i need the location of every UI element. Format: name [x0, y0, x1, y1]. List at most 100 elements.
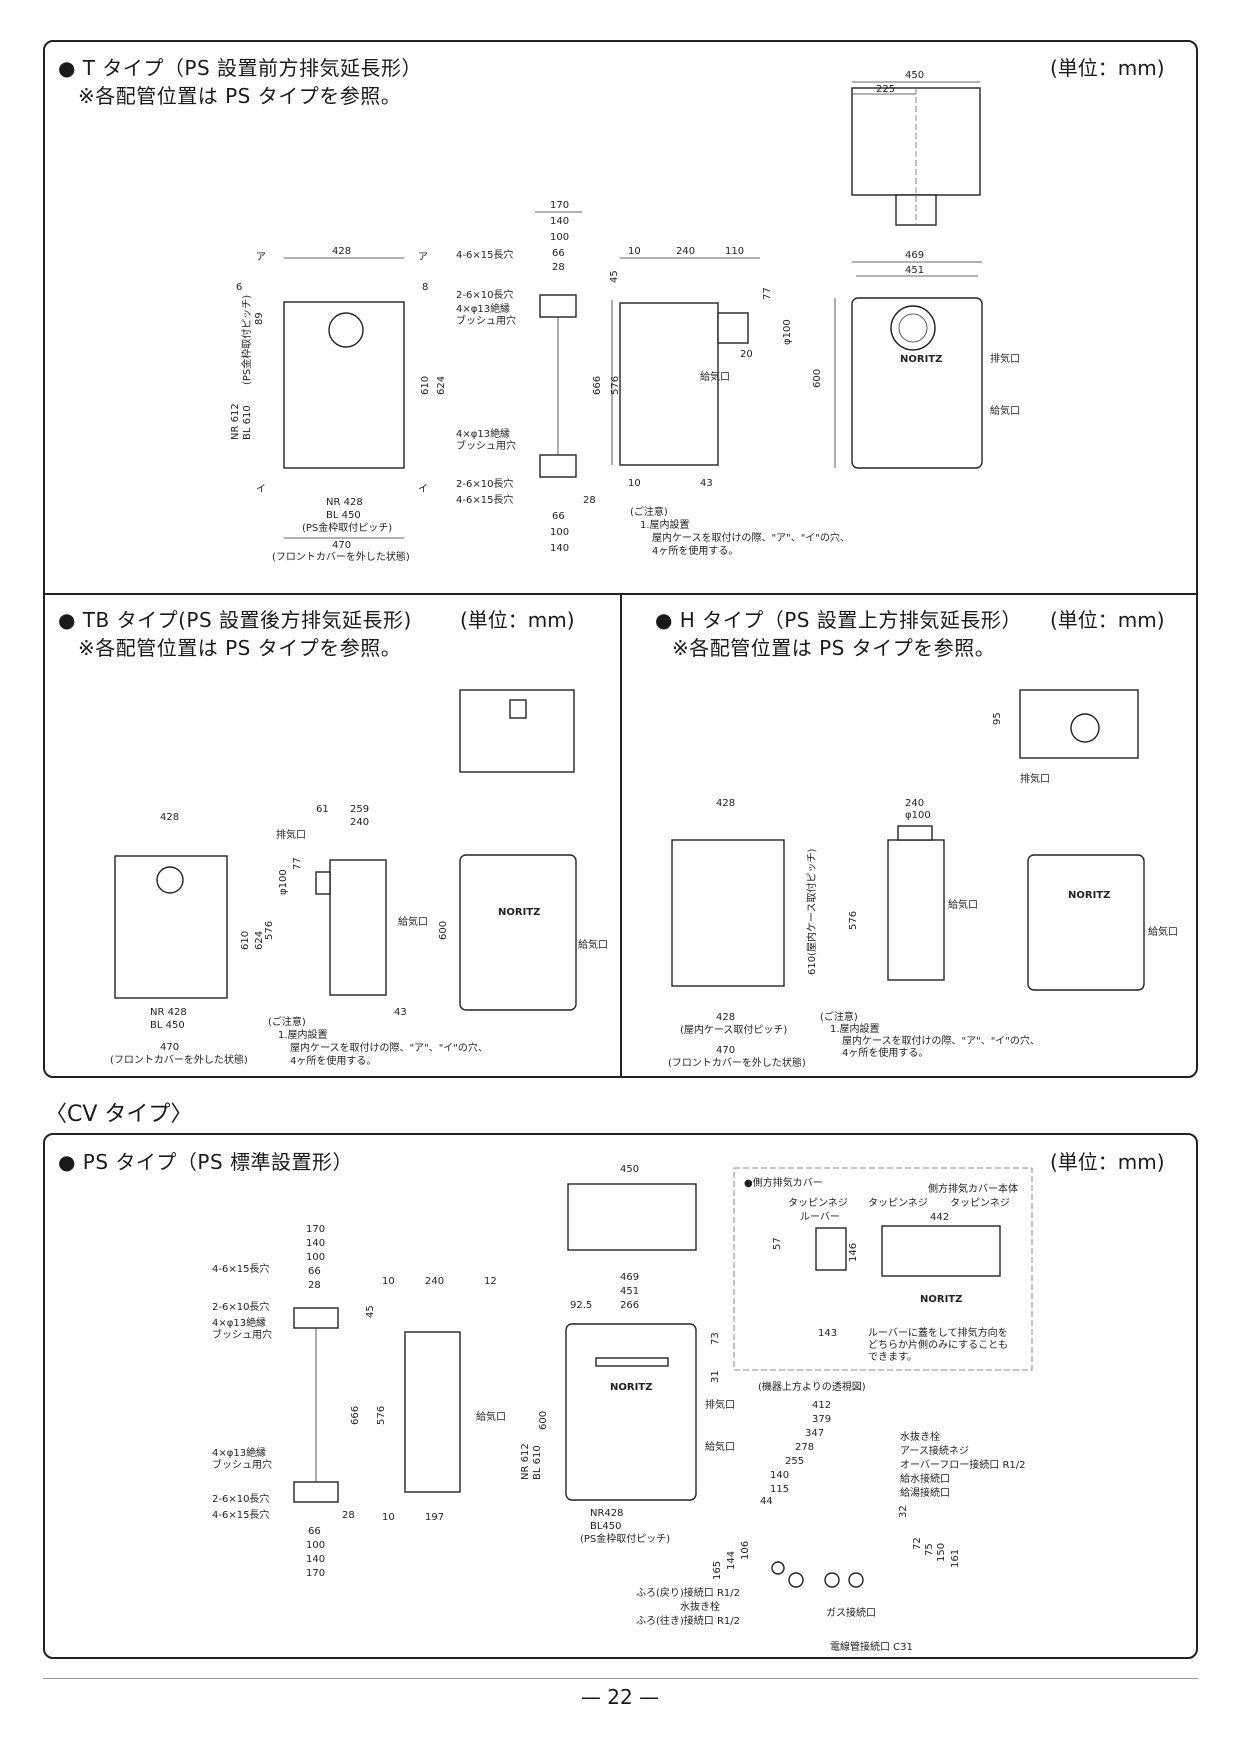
h-case-body	[671, 839, 785, 987]
tb-dim-600: 600	[438, 921, 449, 940]
t-dim-6: 6	[236, 282, 242, 293]
tb-dim-610: 610	[240, 931, 251, 950]
ps-hole-2-6x10-top: 2-6×10長穴	[212, 1300, 269, 1313]
ps-front-grille	[595, 1357, 669, 1367]
ps-port-water	[824, 1572, 840, 1588]
ps-hole-4-6x15-bottom: 4-6×15長穴	[212, 1508, 269, 1521]
tb-type-note: ※各配管位置は PS タイプを参照。	[78, 636, 402, 660]
tb-dim-470: 470	[160, 1042, 179, 1053]
ps-dim-143: 143	[818, 1328, 837, 1339]
panel-divider-vertical	[620, 594, 622, 1078]
ps-louver-shape	[815, 1227, 847, 1271]
t-dim-45: 45	[609, 270, 620, 283]
t-dim-624: 624	[436, 376, 447, 395]
tb-type-unit: (単位：mm)	[460, 608, 575, 632]
t-dim-470: 470	[332, 540, 351, 551]
ps-gas: ガス接続口	[826, 1606, 876, 1619]
ps-drain-2: 水抜き栓	[680, 1600, 720, 1613]
ps-earth: アース接続ネジ	[900, 1444, 969, 1457]
ps-tap-1: タッピンネジ	[788, 1197, 848, 1209]
ps-conduit: 電線管接続口 C31	[830, 1640, 913, 1653]
t-pitch-vertical: (PS金枠取付ピッチ)	[240, 295, 253, 385]
ps-dim-92-5: 92.5	[570, 1300, 592, 1311]
ps-dim-106: 106	[740, 1541, 751, 1560]
h-intake-label: 給気口	[1148, 925, 1178, 938]
ps-dim-12: 12	[484, 1276, 497, 1287]
ps-intake-label: 給気口	[705, 1440, 735, 1453]
t-type-note: ※各配管位置は PS タイプを参照。	[78, 84, 402, 108]
ps-dim-197: 197	[425, 1512, 444, 1523]
ps-dim-170: 170	[306, 1224, 325, 1235]
t-bush-1-bottom: 4×φ13絶縁	[456, 427, 510, 440]
t-bush-2-bottom: ブッシュ用穴	[456, 439, 516, 452]
tb-side-flue	[315, 871, 331, 895]
ps-bush-1-top: 4×φ13絶縁	[212, 1316, 266, 1329]
t-bush-1-top: 4×φ13絶縁	[456, 302, 510, 315]
ps-side-cover-title: ●側方排気カバー	[744, 1176, 823, 1189]
t-dim-576: 576	[610, 376, 621, 395]
ps-bush-1-bottom: 4×φ13絶縁	[212, 1446, 266, 1459]
ps-type-drawing: 450 NORITZ 469 451 92.5 266 73 31 排気口 給気…	[212, 1164, 1033, 1653]
t-caution-2: 屋内ケースを取付けの際、"ア"、"イ"の穴、	[652, 531, 850, 544]
cv-type-label: 〈CV タイプ〉	[45, 1102, 193, 1127]
t-mark-a-right: ア	[418, 252, 428, 263]
t-hole-4-6x15-bottom: 4-6×15長穴	[456, 493, 513, 506]
ps-dim-140: 140	[306, 1238, 325, 1249]
ps-bush-2-bottom: ブッシュ用穴	[212, 1458, 272, 1471]
h-caution-1: 1.屋内設置	[830, 1022, 880, 1035]
tb-top-flue	[509, 699, 527, 719]
tb-type-drawing: NORITZ 給気口 600 61 259 240 77 φ100 576 排気…	[110, 689, 608, 1067]
h-dim-95: 95	[992, 712, 1003, 725]
ps-dim-278: 278	[795, 1442, 814, 1453]
ps-dim-666: 666	[350, 1406, 361, 1425]
tb-dim-240: 240	[350, 817, 369, 828]
ps-dim-45: 45	[365, 1305, 376, 1318]
ps-view-label: (機器上方よりの透視図)	[758, 1380, 866, 1393]
h-top-flue	[1070, 713, 1100, 743]
ps-dim-255: 255	[785, 1456, 804, 1467]
ps-cover-body: 側方排気カバー本体	[928, 1182, 1018, 1195]
ps-dim-469: 469	[620, 1272, 639, 1283]
t-dim-428: 428	[332, 246, 351, 257]
t-dim-666: 666	[592, 376, 603, 395]
ps-dim-600: 600	[538, 1411, 549, 1430]
t-dim-8: 8	[422, 282, 428, 293]
ps-dim-28b: 28	[342, 1510, 355, 1521]
ps-dim-165: 165	[712, 1561, 723, 1580]
h-dim-428-case: 428	[716, 1012, 735, 1023]
t-dim-451: 451	[905, 265, 924, 276]
t-type-title: ● T タイプ（PS 設置前方排気延長形）	[58, 56, 422, 80]
t-type-unit: (単位：mm)	[1050, 56, 1165, 80]
ps-bath-go: ふろ(往き)接続口 R1/2	[636, 1614, 740, 1627]
ps-port-gas	[788, 1572, 804, 1588]
t-dim-89: 89	[254, 312, 265, 325]
ps-dim-28: 28	[308, 1280, 321, 1291]
t-caution-1: 1.屋内設置	[640, 518, 690, 531]
ps-dim-66: 66	[308, 1266, 321, 1277]
ps-side-cover-box	[733, 1167, 1033, 1371]
h-dim-240: 240	[905, 798, 924, 809]
t-type-drawing: 450 225 469 451 NORITZ 600 排気口 給気口 10 24…	[230, 70, 1020, 563]
t-cover-removed: (フロントカバーを外した状態)	[272, 550, 410, 563]
t-dim-600: 600	[812, 369, 823, 388]
t-dim-10b: 10	[628, 478, 641, 489]
h-type-note: ※各配管位置は PS タイプを参照。	[672, 636, 996, 660]
ps-dim-144: 144	[726, 1551, 737, 1570]
t-mark-i-right: イ	[418, 484, 428, 495]
ps-nr612: NR 612	[520, 1443, 531, 1480]
h-type-unit: (単位：mm)	[1050, 608, 1165, 632]
h-dim-470: 470	[716, 1045, 735, 1056]
ps-dim-412: 412	[812, 1400, 831, 1411]
ps-dim-450: 450	[620, 1164, 639, 1175]
h-caution-3: 4ヶ所を使用する。	[842, 1046, 928, 1059]
t-caution-title: (ご注意)	[630, 505, 668, 518]
ps-side-view-body	[404, 1331, 461, 1493]
h-caution-2: 屋内ケースを取付けの際、"ア"、"イ"の穴、	[842, 1034, 1040, 1047]
t-nr612: NR 612	[230, 403, 241, 440]
t-mark-a-left: ア	[256, 252, 266, 263]
h-side-view-body	[887, 839, 945, 981]
ps-dim-10b: 10	[382, 1512, 395, 1523]
ps-dim-576: 576	[376, 1406, 387, 1425]
ps-dim-44: 44	[760, 1496, 773, 1507]
t-dim-66: 66	[552, 248, 565, 259]
